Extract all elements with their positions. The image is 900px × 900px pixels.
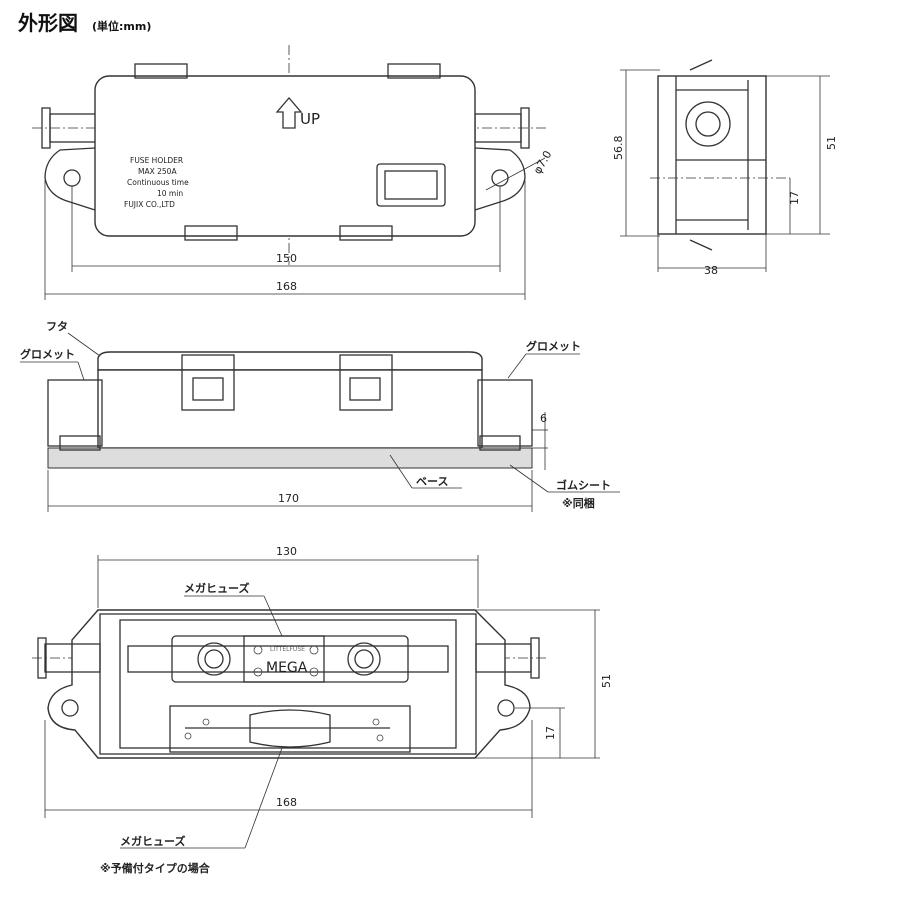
rubber-sheet-note: ※同梱 [562,496,595,510]
dim-17: 17 [788,191,801,205]
side-body [657,75,767,235]
spare-fuse-slot [169,705,411,753]
rubber-sheet-label: ゴムシート [556,478,611,492]
label-line: Continuous time [127,178,189,187]
label-line: 10 min [157,189,183,198]
front-view: フタ グロメット グロメット 6 170 ベース ゴムシート ※同梱 [20,320,620,512]
dim-168: 168 [276,280,297,293]
dim-130: 130 [276,545,297,558]
grommet-right-label: グロメット [526,339,581,353]
dim-150: 150 [276,252,297,265]
fuse-window [376,163,446,207]
dim-51: 51 [600,674,613,688]
grommet-left [47,379,103,447]
side-view: 56.8 51 17 38 [612,59,838,277]
lid-label: フタ [46,320,68,333]
hole-diameter-label: φ7.0 [531,148,555,176]
top-view: UP FUSE HOLDER MAX 250A Continuous time … [32,45,554,300]
fuse-label: メガヒューズ [184,581,249,595]
up-arrow-icon [275,97,303,129]
spare-fuse-note: ※予備付タイプの場合 [100,861,211,875]
label-line: MAX 250A [138,167,177,176]
mount-hole-left [63,169,81,187]
grommet-left [44,643,101,673]
lid [97,351,483,371]
page-title: 外形図 [18,11,78,35]
dim-38: 38 [704,264,718,277]
dim-17: 17 [544,726,557,740]
base-label: ベース [416,475,448,488]
fuse-brand: LITTELFUSE [270,646,305,653]
up-label: UP [300,110,320,128]
fuse-model: MEGA [266,660,308,676]
base [47,447,533,469]
grommet-left-label: グロメット [20,347,75,361]
label-line: FUJIX CO.,LTD [124,200,175,209]
mount-hole-right [491,169,509,187]
holder-body [94,75,476,237]
dim-6: 6 [540,412,547,425]
unit-label: (単位:mm) [92,19,151,33]
open-view: LITTELFUSE MEGA 130 メガヒューズ 51 17 168 メガヒ… [32,545,613,875]
dim-51: 51 [825,136,838,150]
grommet-right [477,379,533,447]
dim-168: 168 [276,796,297,809]
dim-56-8: 56.8 [612,136,625,161]
label-line: FUSE HOLDER [130,156,183,165]
dim-170: 170 [278,492,299,505]
spare-fuse-label: メガヒューズ [120,834,185,848]
